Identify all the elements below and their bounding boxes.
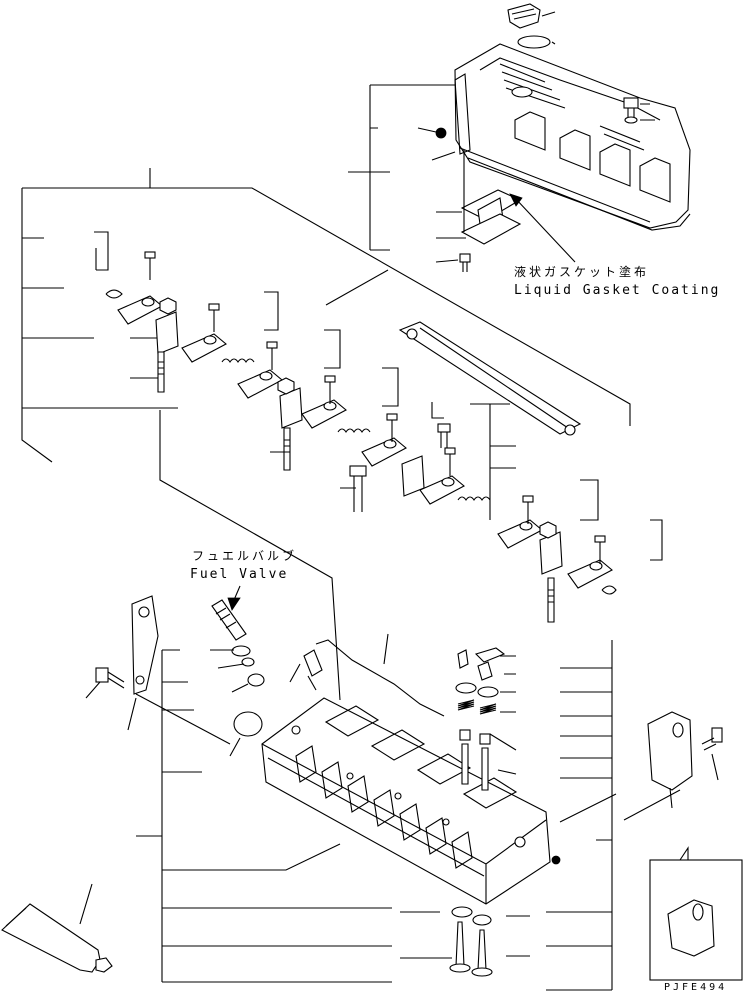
- drawing-code: PJFE494: [664, 982, 727, 992]
- liquid-gasket-label-jp: 液状ガスケット塗布: [514, 264, 649, 279]
- shaft-support-bolts: [349, 423, 451, 512]
- valve-guides: [461, 743, 489, 791]
- injector-seals: [231, 645, 265, 687]
- rocker-studs: [157, 351, 555, 623]
- bolt-seal-ring: [624, 116, 638, 124]
- rocker-shaft: [398, 321, 582, 436]
- shaft-support-2: [279, 387, 303, 429]
- oil-filler-cap: [507, 3, 541, 29]
- lock-nuts: [159, 297, 557, 539]
- shaft-support-4: [539, 531, 563, 575]
- fuel-valve-label-en: Fuel Valve: [190, 567, 288, 582]
- liquid-gasket-tube: [1, 903, 113, 973]
- rocker-arm-8: [567, 559, 613, 589]
- valve-cover: [454, 43, 691, 231]
- glow-plug: [303, 649, 323, 691]
- expansion-plug: [233, 711, 263, 737]
- cover-leader-lines: [348, 11, 655, 263]
- head-leader-lines: [79, 410, 719, 991]
- snap-rings: [105, 289, 617, 595]
- bracket-detail-inset: [649, 846, 743, 981]
- filler-cap-gasket: [517, 35, 551, 49]
- glow-plug-wire: [315, 639, 445, 717]
- shaft-support-1: [155, 311, 179, 355]
- valve-spring-retainers: [455, 682, 499, 698]
- valve-stem-seals: [459, 729, 491, 745]
- cylinder-head: [261, 697, 561, 905]
- rocker-arm-7: [497, 519, 543, 549]
- rocker-arm-6: [419, 475, 465, 505]
- lifting-bracket-left: [131, 595, 159, 695]
- rocker-arm-1: [117, 295, 163, 325]
- rocker-arm-5: [361, 437, 407, 467]
- cover-plug: [435, 127, 447, 139]
- lifting-bracket-right: [647, 711, 693, 791]
- adjusting-screws: [144, 251, 606, 564]
- bracket-bolt-right: [701, 727, 723, 751]
- valve-keepers: [457, 647, 506, 681]
- rocker-arm-4: [301, 399, 347, 429]
- shaft-support-3: [401, 455, 425, 497]
- rocker-springs: [221, 358, 491, 501]
- valve-springs: [457, 699, 497, 715]
- bracket-bolt-left: [95, 667, 125, 689]
- rocker-leader-lines: [21, 168, 663, 561]
- fuel-valve: [211, 599, 247, 641]
- rocker-arm-2: [181, 333, 227, 363]
- valves: [449, 921, 493, 977]
- rocker-arm-3: [237, 369, 283, 399]
- fuel-valve-arrow: [227, 585, 241, 611]
- fuel-valve-label-jp: フュエルバルブ: [192, 548, 297, 563]
- breather-baffle-plate: [460, 189, 522, 245]
- liquid-gasket-label-en: Liquid Gasket Coating: [514, 283, 720, 298]
- valve-seat-inserts: [451, 906, 492, 926]
- baffle-bolt: [459, 253, 471, 272]
